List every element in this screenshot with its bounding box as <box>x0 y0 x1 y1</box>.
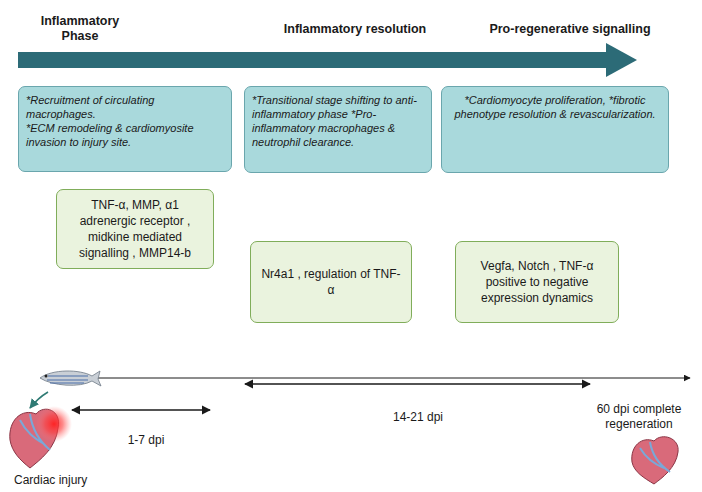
phase-box: *Recruitment of circulating macrophages.… <box>18 86 232 172</box>
signal-box: Vegfa, Notch , TNF-α positive to negativ… <box>455 241 619 323</box>
timeline-arrow <box>18 43 637 77</box>
signal-box: TNF-α, MMP, α1 adrenergic receptor , mid… <box>56 189 214 269</box>
time-axis <box>96 378 690 379</box>
box-text: Nr4a1 , regulation of TNF-α <box>259 266 403 298</box>
time-range-label: 1-7 dpi <box>106 433 186 448</box>
phase-box: *Cardiomyocyte proliferation, *fibrotic … <box>441 86 669 173</box>
range-arrow <box>245 383 590 384</box>
phase-heading: Pro-regenerative signalling <box>470 22 670 37</box>
box-text: TNF-α, MMP, α1 adrenergic receptor , mid… <box>65 197 205 261</box>
phase-heading: Inflammatory Phase <box>30 14 130 44</box>
box-text: *Transitional stage shifting to anti-inf… <box>252 93 424 149</box>
milestone-label: 60 dpi complete regeneration <box>578 402 700 432</box>
box-text: *Recruitment of circulating macrophages. <box>26 93 224 121</box>
zebrafish <box>40 371 101 386</box>
pointer-arrow <box>30 392 48 408</box>
phase-heading: Inflammatory resolution <box>255 22 455 37</box>
box-text: *Cardiomyocyte proliferation, *fibrotic … <box>449 93 661 121</box>
range-arrow <box>72 409 210 410</box>
injured-heart <box>10 406 72 468</box>
signal-box: Nr4a1 , regulation of TNF-α <box>250 241 412 323</box>
time-range-label: 14-21 dpi <box>368 410 468 425</box>
regenerated-heart <box>632 437 678 484</box>
box-text: Vegfa, Notch , TNF-α positive to negativ… <box>464 258 610 306</box>
box-text: *ECM remodeling & cardiomyosite invasion… <box>26 121 224 149</box>
caption-label: Cardiac injury <box>14 473 134 488</box>
phase-box: *Transitional stage shifting to anti-inf… <box>244 86 432 173</box>
